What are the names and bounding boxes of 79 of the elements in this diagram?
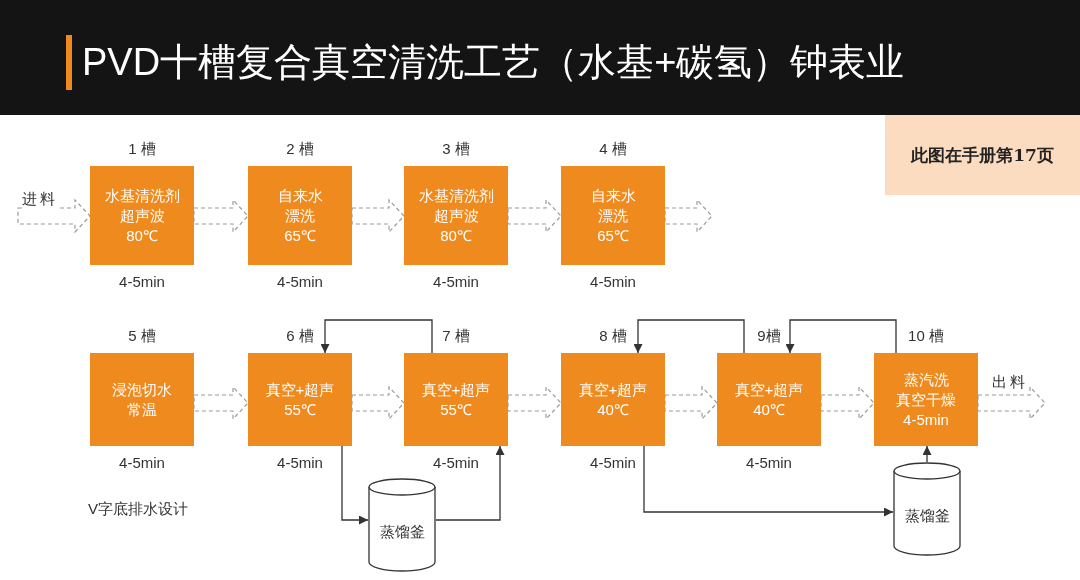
arrow (643, 445, 894, 517)
hollow-arrow (507, 198, 562, 234)
arrow (435, 445, 505, 521)
tank-text: 真空干燥 (896, 389, 956, 410)
edge-label: 出料 (992, 373, 1028, 392)
duration-label: 4-5min (589, 273, 637, 290)
duration-label: 4-5min (276, 454, 324, 471)
tank-text: 65℃ (597, 225, 629, 246)
tank-number: 10 槽 (907, 327, 945, 346)
arrow (785, 319, 897, 354)
tank-text: 漂洗 (285, 205, 315, 226)
duration-label: 4-5min (118, 454, 166, 471)
tank-text: 80℃ (126, 225, 158, 246)
duration-label: 4-5min (432, 454, 480, 471)
tank-number: 7 槽 (441, 327, 471, 346)
tank-text: 超声波 (119, 205, 165, 226)
tank-number: 8 槽 (598, 327, 628, 346)
tank-number: 6 槽 (285, 327, 315, 346)
tank-box (404, 353, 508, 446)
tank-box (717, 353, 821, 446)
hollow-arrow (507, 385, 562, 421)
tank-text: 真空+超声 (265, 379, 335, 400)
hollow-arrow (351, 385, 405, 421)
arrow (633, 319, 745, 354)
tank-text: 55℃ (284, 399, 316, 420)
tank-text: 40℃ (753, 399, 785, 420)
edge-label: 进料 (22, 190, 58, 209)
tank-text: 80℃ (440, 225, 472, 246)
tank-text: 4-5min (903, 409, 949, 430)
tank-text: 水基清洗剂 (418, 185, 494, 206)
hollow-arrow (664, 385, 718, 421)
duration-label: 4-5min (432, 273, 480, 290)
tank-box (561, 353, 665, 446)
tank-box (561, 166, 665, 265)
tank-text: 65℃ (284, 225, 316, 246)
hollow-arrow (193, 198, 249, 234)
duration-label: 4-5min (589, 454, 637, 471)
note-text: V字底排水设计 (88, 500, 188, 519)
arrow (341, 445, 369, 525)
tank-box (248, 166, 352, 265)
tank-number: 1 槽 (127, 140, 157, 159)
hollow-arrow (193, 385, 249, 421)
tank-text: 蒸汽洗 (903, 369, 949, 390)
tank-text: 55℃ (440, 399, 472, 420)
tank-box (874, 353, 978, 446)
note-box (885, 115, 1080, 195)
tank-box (90, 353, 194, 446)
duration-label: 4-5min (745, 454, 793, 471)
distiller-label: 蒸馏釜 (903, 507, 951, 527)
tank-number: 2 槽 (285, 140, 315, 159)
tank-text: 真空+超声 (734, 379, 804, 400)
tank-text: 自来水 (590, 185, 636, 206)
tank-text: 真空+超声 (421, 379, 491, 400)
duration-label: 4-5min (118, 273, 166, 290)
tank-box (404, 166, 508, 265)
tank-text: 超声波 (433, 205, 479, 226)
tank-number: 4 槽 (598, 140, 628, 159)
tank-text: 水基清洗剂 (104, 185, 180, 206)
tank-text: 漂洗 (598, 205, 628, 226)
tank-box (248, 353, 352, 446)
tank-text: 40℃ (597, 399, 629, 420)
hollow-arrow (351, 198, 405, 234)
tank-text: 浸泡切水 (112, 379, 172, 400)
tank-number: 5 槽 (127, 327, 157, 346)
distiller-label: 蒸馏釜 (378, 523, 426, 543)
hollow-arrow (664, 198, 713, 234)
arrow (320, 319, 433, 354)
tank-text: 自来水 (277, 185, 323, 206)
arrow (922, 445, 932, 463)
tank-number: 3 槽 (441, 140, 471, 159)
note-text: 此图在手册第17页 (911, 143, 1054, 167)
hollow-arrow (977, 385, 1046, 421)
tank-text: 常温 (127, 399, 157, 420)
duration-label: 4-5min (276, 273, 324, 290)
tank-number: 9槽 (756, 327, 782, 346)
tank-box (90, 166, 194, 265)
title: PVD十槽复合真空清洗工艺（水基+碳氢）钟表业 (82, 40, 905, 85)
hollow-arrow (820, 385, 875, 421)
tank-text: 真空+超声 (578, 379, 648, 400)
